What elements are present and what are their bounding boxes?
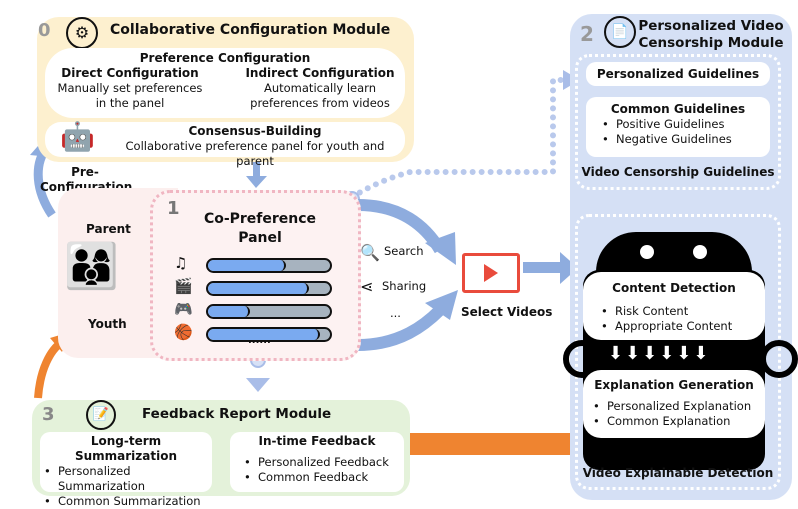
sources-more: ... xyxy=(390,306,401,320)
direct-configuration: Direct Configuration Manually set prefer… xyxy=(50,66,210,111)
explanation-title: Explanation Generation xyxy=(594,378,754,392)
movie-clapper-icon: 🎬 xyxy=(174,277,193,295)
music-icon: ♫ xyxy=(174,254,188,272)
down-arrow-head xyxy=(246,176,267,188)
in-time-list: Personalized Feedback Common Feedback xyxy=(242,455,404,485)
parent-label: Parent xyxy=(86,222,131,236)
preference-configuration-box xyxy=(45,48,405,118)
direct-title: Direct Configuration xyxy=(61,66,199,80)
summary-item-cont-text: Summarization xyxy=(58,479,146,493)
module3-title: Feedback Report Module xyxy=(142,406,332,422)
detection-item: Risk Content xyxy=(599,304,765,319)
detection-item: Appropriate Content xyxy=(599,319,765,334)
consensus-building-box xyxy=(45,122,405,157)
preference-bar-fill xyxy=(208,306,251,317)
long-term-list: Personalized Summarization Common Summar… xyxy=(42,464,212,509)
long-term-summarization-box: Long-term Summarization Personalized Sum… xyxy=(40,432,212,509)
feedback-item: Personalized Feedback xyxy=(242,455,404,470)
orange-feedback-bar xyxy=(410,433,572,455)
explanation-list: Personalized Explanation Common Explanat… xyxy=(591,399,765,429)
pre-config-line1: Pre- xyxy=(71,165,99,179)
report-edit-icon: 📝 xyxy=(86,400,116,430)
indirect-configuration: Indirect Configuration Automatically lea… xyxy=(240,66,400,111)
robot-head xyxy=(596,232,752,272)
direct-desc2: in the panel xyxy=(95,96,165,110)
youth-label: Youth xyxy=(88,317,127,331)
basketball-icon: 🏀 xyxy=(174,323,193,341)
content-detection-title: Content Detection xyxy=(612,281,736,295)
indirect-title: Indirect Configuration xyxy=(245,66,395,80)
document-search-icon: 📄 xyxy=(604,16,636,48)
video-film-icon xyxy=(462,253,520,293)
preference-bar-track[interactable] xyxy=(206,327,332,342)
preference-configuration-title: Preference Configuration xyxy=(139,51,311,65)
preference-bar-fill xyxy=(208,283,309,294)
search-icon: 🔍 xyxy=(360,243,380,262)
in-time-feedback-box: In-time Feedback Personalized Feedback C… xyxy=(230,432,404,492)
module-number-3: 3 xyxy=(42,404,55,425)
gamepad-icon: 🎮 xyxy=(174,300,193,318)
summary-item: Personalized xyxy=(42,464,212,479)
detection-label: Video Explainable Detection xyxy=(582,466,774,480)
preference-bar-track[interactable] xyxy=(206,258,332,273)
guidelines-label: Video Censorship Guidelines xyxy=(581,165,775,179)
summary-item-cont: Summarization xyxy=(42,479,212,494)
common-guidelines-box: Common Guidelines Positive Guidelines Ne… xyxy=(586,97,770,157)
feedback-item: Common Feedback xyxy=(242,470,404,485)
preference-bar-track[interactable] xyxy=(206,281,332,296)
more-indicator: ...... xyxy=(248,335,271,346)
common-guidelines-list: Positive Guidelines Negative Guidelines xyxy=(600,117,770,147)
module-number-2: 2 xyxy=(580,22,594,46)
consensus-desc: Collaborative preference panel for youth… xyxy=(125,139,385,168)
consensus-title: Consensus-Building xyxy=(188,124,322,138)
guideline-item: Negative Guidelines xyxy=(600,132,770,147)
in-time-title: In-time Feedback xyxy=(258,434,376,448)
preference-bar-fill xyxy=(208,260,286,271)
down-arrow-shaft xyxy=(253,162,260,176)
module2-title-2: Censorship Module xyxy=(638,35,784,51)
sharing-label: Sharing xyxy=(382,279,427,293)
module0-title: Collaborative Configuration Module xyxy=(110,22,391,38)
preference-bar-track[interactable] xyxy=(206,304,332,319)
direct-desc1: Manually set preferences xyxy=(57,81,203,95)
search-label: Search xyxy=(384,244,424,258)
gear-icon: ⚙ xyxy=(66,17,98,49)
explanation-generation-box: Explanation Generation Personalized Expl… xyxy=(583,370,765,438)
panel-title-2: Panel xyxy=(238,230,282,246)
module2-title-1: Personalized Video xyxy=(638,18,784,34)
module-number-0: 0 xyxy=(38,20,51,41)
personalized-guidelines: Personalized Guidelines xyxy=(586,62,770,86)
indirect-desc2: preferences from videos xyxy=(250,96,390,110)
summary-item: Common Summarization xyxy=(42,494,212,509)
explanation-item: Common Explanation xyxy=(591,414,765,429)
module2-title: Personalized Video Censorship Module xyxy=(636,18,786,52)
family-illustration: 👨‍👩‍👦 xyxy=(64,241,119,292)
robot-right-arm xyxy=(760,340,798,378)
select-videos-label: Select Videos xyxy=(461,305,553,319)
robot-left-arm xyxy=(563,340,601,378)
indirect-desc1: Automatically learn xyxy=(263,81,376,95)
long-term-title: Long-term Summarization xyxy=(74,434,178,463)
down-arrows-row: ⬇⬇⬇⬇⬇⬇ xyxy=(608,343,711,364)
panel-title-1: Co-Preference xyxy=(203,211,317,227)
share-icon: ⋖ xyxy=(360,277,374,296)
content-detection-list: Risk Content Appropriate Content xyxy=(599,304,765,334)
preference-bar-fill xyxy=(208,329,320,340)
explanation-item: Personalized Explanation xyxy=(591,399,765,414)
content-detection-box: Content Detection Risk Content Appropria… xyxy=(583,272,765,340)
module-number-1: 1 xyxy=(167,198,180,219)
panel-title: Co-Preference Panel xyxy=(200,210,320,248)
guidelines-frame xyxy=(575,54,781,190)
robot-icon: 🤖 xyxy=(60,120,95,153)
guideline-item: Positive Guidelines xyxy=(600,117,770,132)
common-guidelines-title: Common Guidelines xyxy=(610,102,746,116)
play-icon xyxy=(484,264,498,282)
guidelines-dotted-connector xyxy=(349,77,588,200)
